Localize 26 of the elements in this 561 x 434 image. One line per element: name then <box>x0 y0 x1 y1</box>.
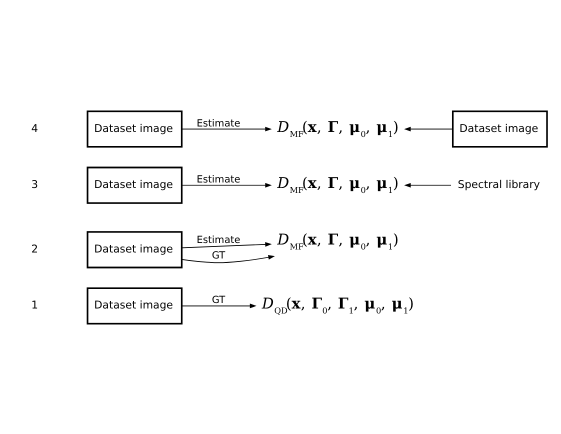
node-box: Dataset image <box>86 230 183 268</box>
label: 4 <box>31 121 38 134</box>
node-box: Dataset image <box>86 286 183 324</box>
edge-label: GT <box>212 294 226 306</box>
arrow <box>182 182 272 188</box>
node-text: Spectral library <box>458 178 540 191</box>
arrow <box>182 126 272 131</box>
node-box: Dataset image <box>86 166 183 204</box>
edge-label: Estimate <box>196 118 240 129</box>
label: 1 <box>31 298 38 312</box>
arrow <box>182 242 272 248</box>
edge-label: GT <box>212 250 226 261</box>
node-text: D$_{MF}$(x, Γ, μ$_{0}$, μ$_{1}$) <box>277 174 399 195</box>
edge-label: Estimate <box>196 234 240 246</box>
node-box: Dataset image <box>452 110 548 148</box>
arrow <box>181 254 275 263</box>
edge-label: Estimate <box>196 174 240 185</box>
node-text: D$_{MF}$(x, Γ, μ$_{0}$, μ$_{1}$) <box>277 230 399 251</box>
node-text: D$_{QD}$(x, Γ$_{0}$, Γ$_{1}$, μ$_{0}$, μ$_{1}$) <box>262 294 414 316</box>
arrow <box>404 182 452 188</box>
label: 2 <box>31 242 38 256</box>
node-box: Dataset image <box>86 110 183 148</box>
node-text: D$_{MF}$(x, Γ, μ$_{0}$, μ$_{1}$) <box>277 117 399 138</box>
label: 3 <box>31 178 38 191</box>
arrow <box>182 303 256 308</box>
arrow <box>404 126 454 131</box>
